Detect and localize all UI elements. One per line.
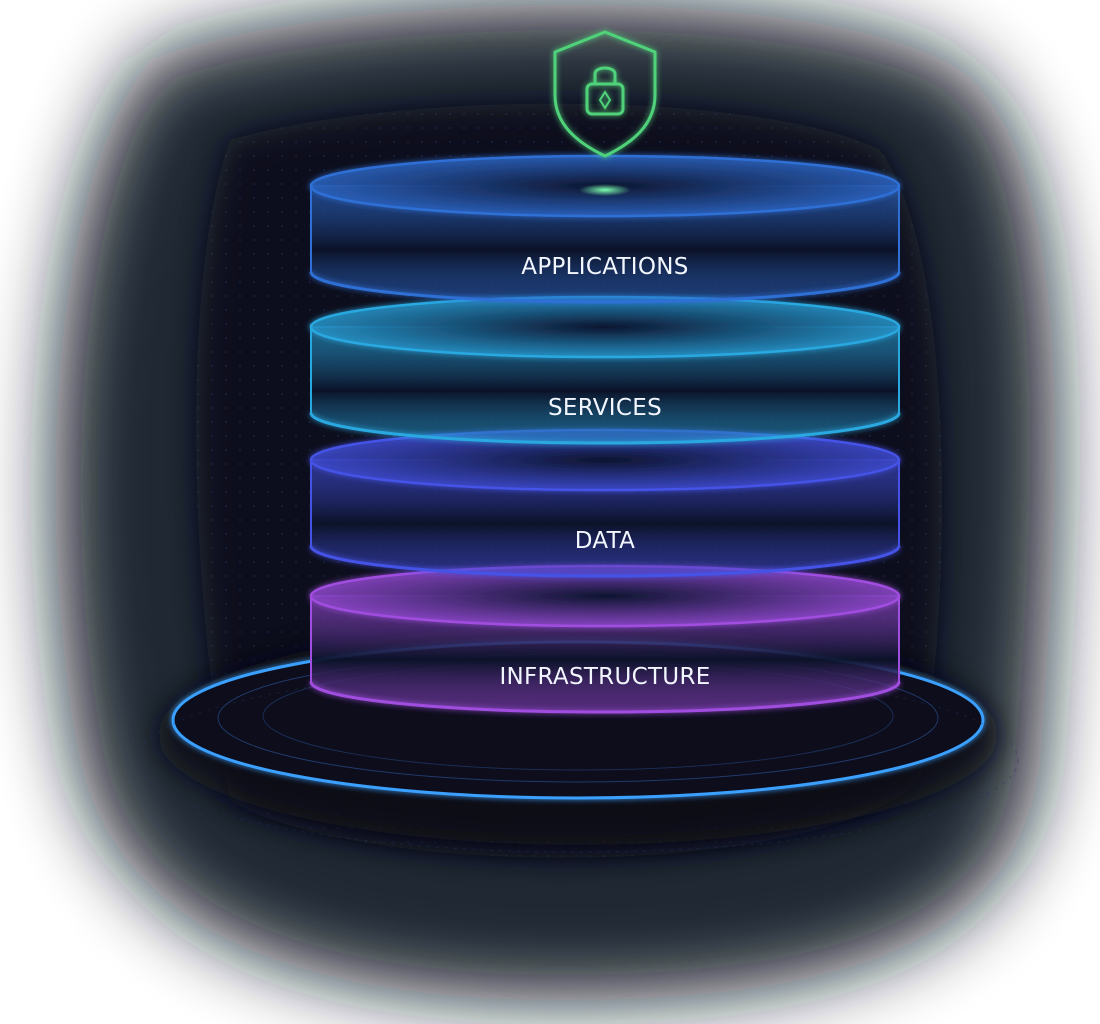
layer-label: INFRASTRUCTURE	[499, 664, 710, 690]
top-glow-dot	[579, 184, 631, 196]
layer-bottom-rim	[309, 681, 901, 714]
shield-lock-icon	[553, 30, 657, 158]
layer-bottom-rim	[309, 271, 901, 304]
layer-label: SERVICES	[548, 395, 662, 421]
layer-infrastructure: INFRASTRUCTURE	[309, 564, 901, 714]
layer-services: SERVICES	[309, 295, 901, 445]
stack-layers: INFRASTRUCTURE DATA SERVICES APPLICATIONS	[309, 154, 901, 714]
layer-label: APPLICATIONS	[521, 254, 688, 280]
layer-top-face	[309, 295, 901, 359]
layer-applications: APPLICATIONS	[309, 154, 901, 304]
layer-bottom-rim	[309, 545, 901, 578]
layer-bottom-rim	[309, 412, 901, 445]
layer-data: DATA	[309, 428, 901, 578]
layer-label: DATA	[575, 528, 635, 554]
